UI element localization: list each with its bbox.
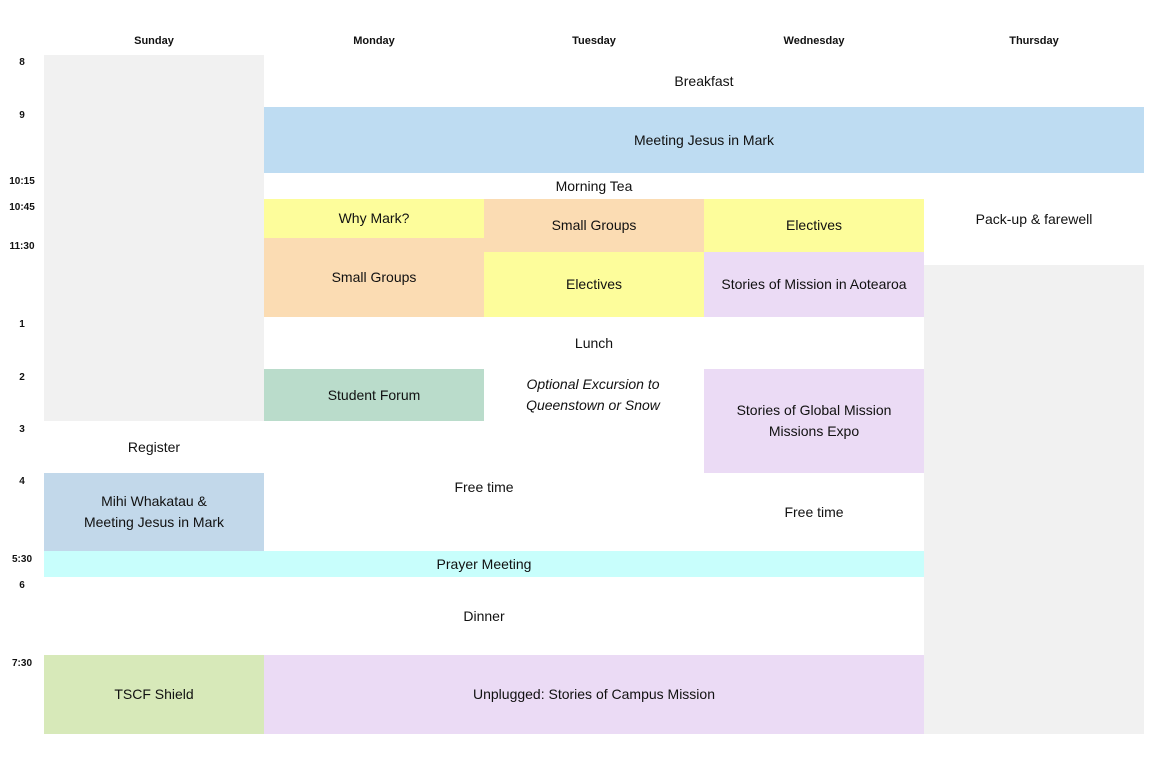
time-label: 1 [19,319,25,330]
event-label: Free time [784,503,844,520]
time-label: 10:45 [9,202,35,213]
event-label-line1: Stories of Global Mission [736,402,892,418]
thursday-empty-block [924,265,1144,734]
event-small-groups-monday: Small Groups [264,238,484,317]
event-label: TSCF Shield [114,686,194,702]
event-electives-wednesday: Electives [704,199,924,252]
event-label: Meeting Jesus in Mark [633,131,775,148]
event-small-groups-tuesday: Small Groups [484,199,704,252]
time-label: 8 [19,57,25,68]
event-lunch: Lunch [264,317,924,369]
event-electives-tuesday: Electives [484,252,704,317]
day-header-wednesday: Wednesday [783,35,845,47]
event-label: Electives [785,217,843,233]
event-label: Morning Tea [555,177,633,194]
event-tscf-shield: TSCF Shield [44,655,264,734]
event-stories-of-mission-aotearoa: Stories of Mission in Aotearoa [704,252,924,317]
day-header-thursday: Thursday [1009,35,1059,47]
event-breakfast: Breakfast [264,55,1144,107]
time-label: 2 [19,372,25,383]
event-label-line2: Meeting Jesus in Mark [83,514,225,530]
event-free-time-mon-tue: Free time [264,473,704,501]
event-label-line1: Mihi Whakatau & [101,493,207,509]
event-register: Register [44,421,264,473]
event-pack-up-farewell: Pack-up & farewell [924,173,1144,265]
time-label: 4 [19,476,25,487]
event-label: Small Groups [551,217,637,233]
event-meeting-jesus-in-mark: Meeting Jesus in Mark [264,107,1144,173]
event-label-line1: Optional Excursion to [526,376,660,392]
event-prayer-meeting: Prayer Meeting [44,551,924,577]
time-label: 5:30 [11,554,32,565]
event-dinner: Dinner [44,577,924,655]
event-why-mark: Why Mark? [264,199,484,238]
day-header-tuesday: Tuesday [572,35,616,47]
event-label: Small Groups [331,269,417,285]
event-label: Breakfast [674,72,734,89]
sunday-empty-block [44,55,264,421]
time-label: 9 [19,110,25,121]
event-unplugged: Unplugged: Stories of Campus Mission [264,655,924,734]
day-header-sunday: Sunday [134,35,174,47]
event-stories-of-global-mission: Stories of Global Mission Missions Expo [704,369,924,473]
event-label: Pack-up & farewell [975,210,1093,227]
event-label: Lunch [574,334,614,351]
time-label: 3 [19,424,25,435]
time-label: 11:30 [9,241,35,252]
event-label-line2: Missions Expo [768,423,860,439]
event-optional-excursion: Optional Excursion to Queenstown or Snow [484,373,702,417]
event-label: Electives [565,276,623,292]
event-label: Register [127,438,181,455]
event-free-time-wednesday: Free time [704,473,924,551]
event-mihi-whakatau: Mihi Whakatau & Meeting Jesus in Mark [44,473,264,551]
event-label: Why Mark? [338,210,410,226]
time-label: 7:30 [11,658,32,669]
event-label: Free time [454,478,514,495]
time-label: 10:15 [9,176,35,187]
event-label: Student Forum [327,386,421,403]
event-label: Dinner [463,607,505,624]
event-label: Unplugged: Stories of Campus Mission [472,686,715,702]
time-label: 6 [19,580,25,591]
event-label-line2: Queenstown or Snow [526,397,660,413]
event-student-forum: Student Forum [264,369,484,421]
event-label: Stories of Mission in Aotearoa [721,276,907,292]
day-header-monday: Monday [353,35,395,47]
event-label: Prayer Meeting [436,555,532,572]
event-morning-tea: Morning Tea [264,173,924,199]
